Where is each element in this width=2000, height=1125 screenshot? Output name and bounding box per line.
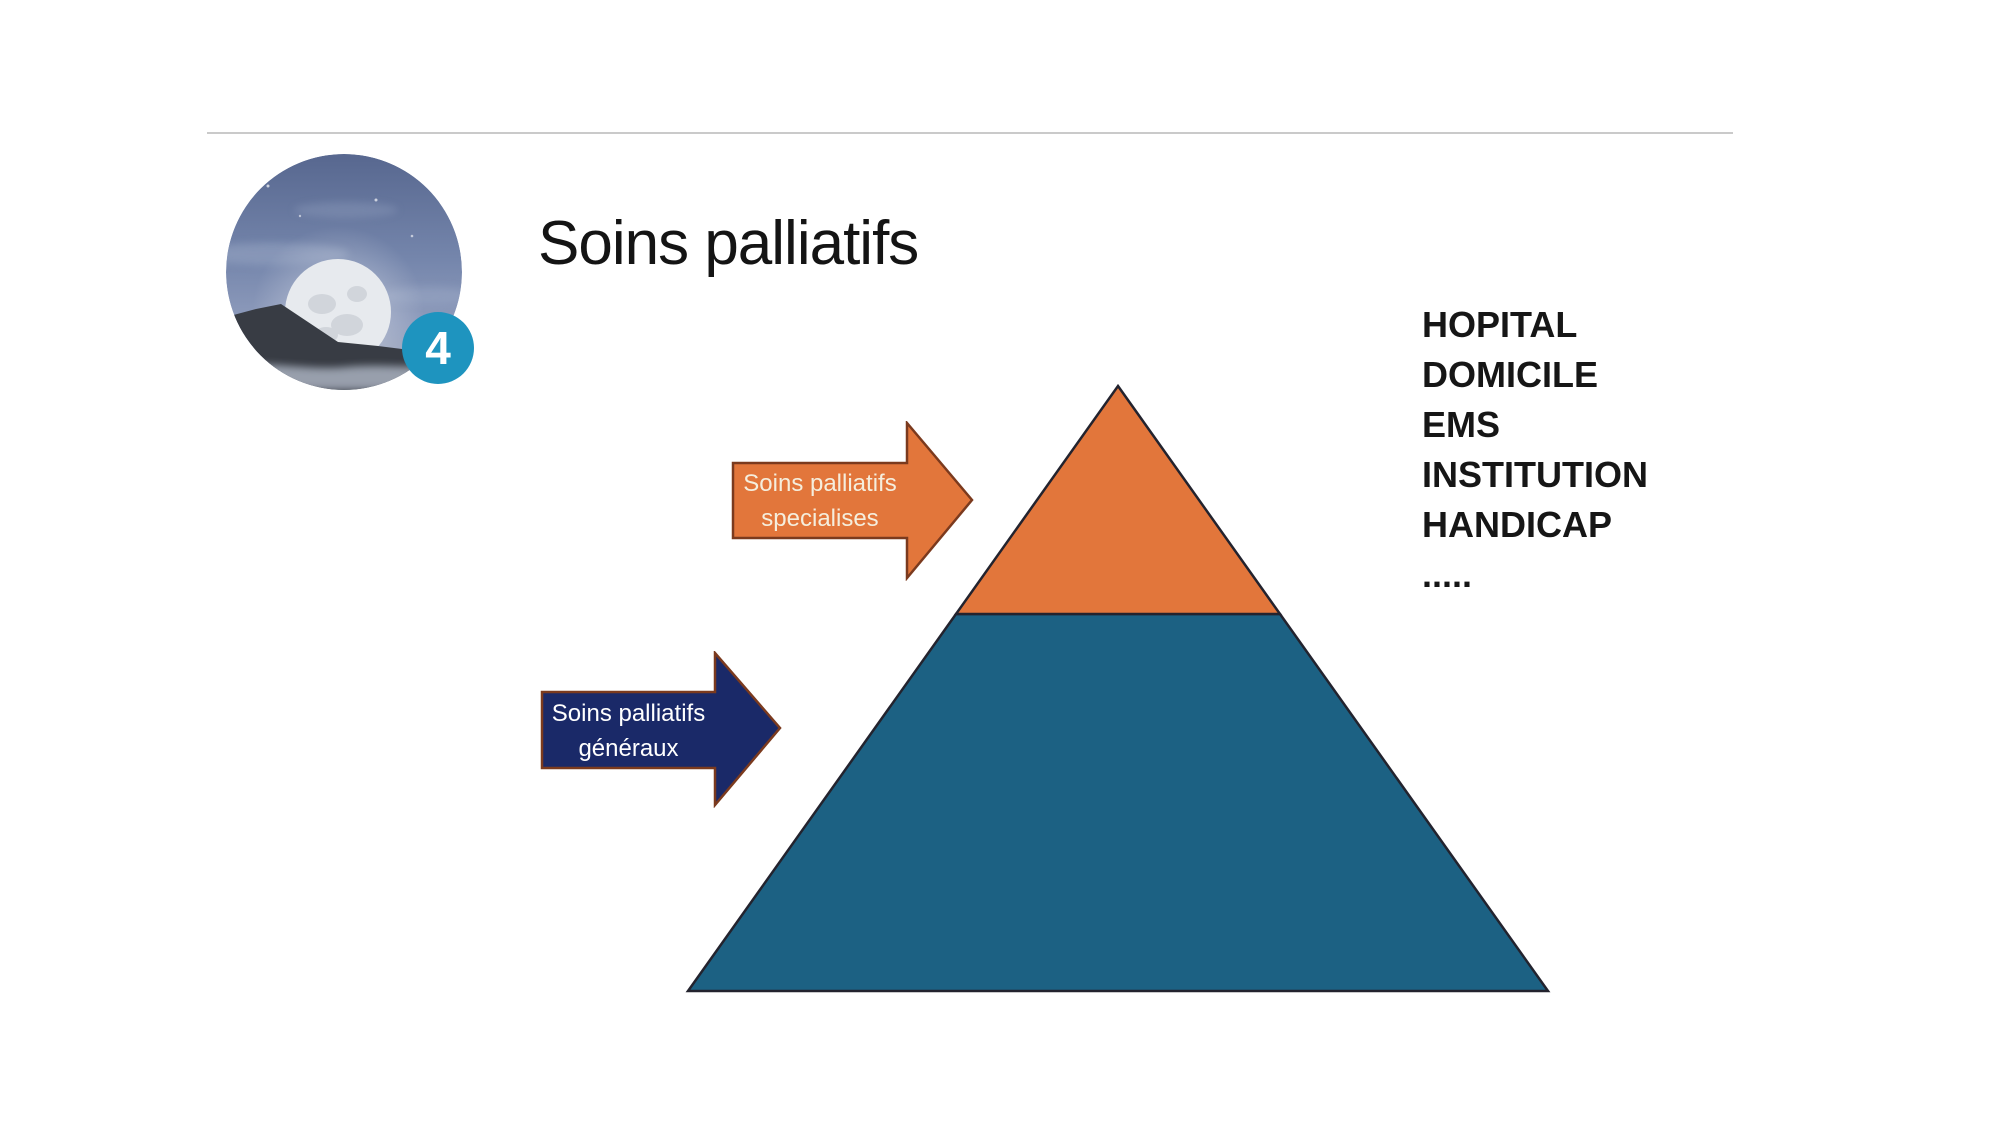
list-item: HANDICAP	[1422, 504, 1613, 545]
general-care-arrow-shape	[540, 651, 782, 808]
list-item: EMS	[1422, 404, 1501, 445]
pyramid-base-general-care	[685, 612, 1551, 993]
specialized-care-arrow	[731, 421, 974, 581]
moon-photo	[226, 154, 462, 390]
top-divider-line	[207, 132, 1733, 134]
page-title: Soins palliatifs	[538, 209, 919, 278]
slide-number: 4	[425, 322, 451, 374]
general-care-arrow	[540, 651, 782, 808]
pyramid-top-specialized-care	[953, 383, 1283, 616]
slide-number-badge: 4	[402, 312, 474, 384]
list-item: DOMICILE	[1422, 354, 1598, 395]
care-pyramid	[685, 383, 1551, 993]
moon-over-mountains-photo	[226, 154, 462, 390]
care-settings-list: HOPITAL DOMICILE EMS INSTITUTION HANDICA…	[1422, 300, 1648, 600]
list-item: INSTITUTION	[1422, 454, 1648, 495]
list-item-ellipsis: .....	[1422, 554, 1473, 595]
specialized-care-arrow-shape	[731, 421, 974, 581]
list-item: HOPITAL	[1422, 304, 1578, 345]
stars	[266, 184, 414, 238]
